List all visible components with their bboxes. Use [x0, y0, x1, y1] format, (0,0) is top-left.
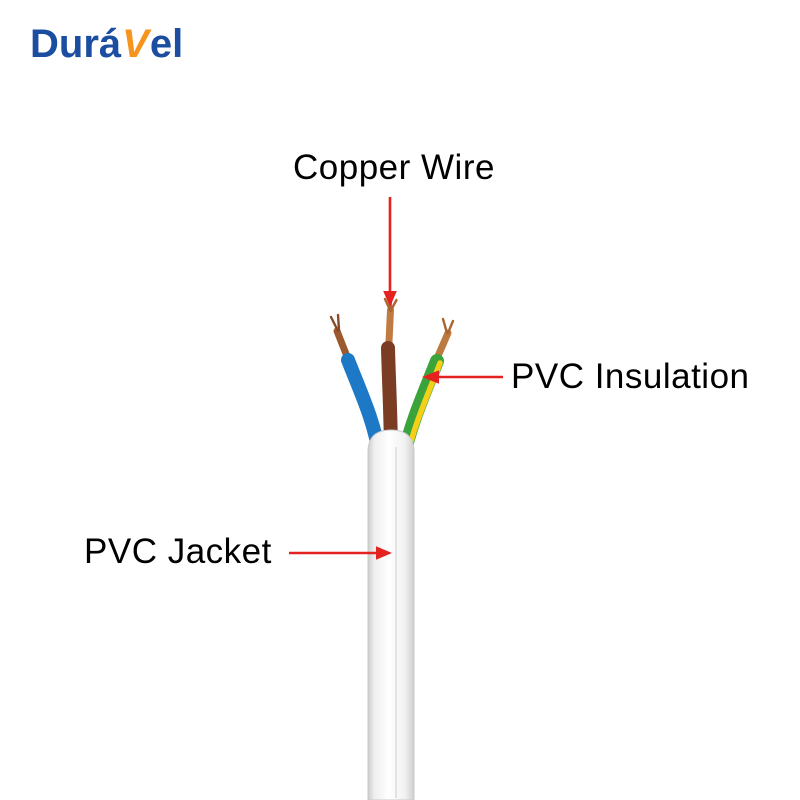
earth-wire-copper-strands	[441, 317, 455, 335]
logo-letter-v: V	[122, 22, 149, 66]
blue-wire-copper-strands	[329, 313, 341, 333]
pvc-jacket-label: PVC Jacket	[84, 532, 272, 571]
pvc-insulation-label: PVC Insulation	[511, 357, 750, 396]
brand-logo: DuráVel	[30, 22, 183, 67]
copper-wire-label: Copper Wire	[293, 148, 495, 187]
cable-jacket	[367, 429, 415, 800]
logo-text-right: el	[149, 22, 184, 66]
copper-wire-arrow	[383, 197, 397, 307]
logo-text-left: Durá	[30, 22, 122, 66]
pvc-jacket-arrow	[289, 546, 392, 560]
jacket-body	[367, 429, 415, 800]
pvc-insulation-arrow	[422, 370, 503, 384]
earth-wire	[396, 317, 455, 465]
